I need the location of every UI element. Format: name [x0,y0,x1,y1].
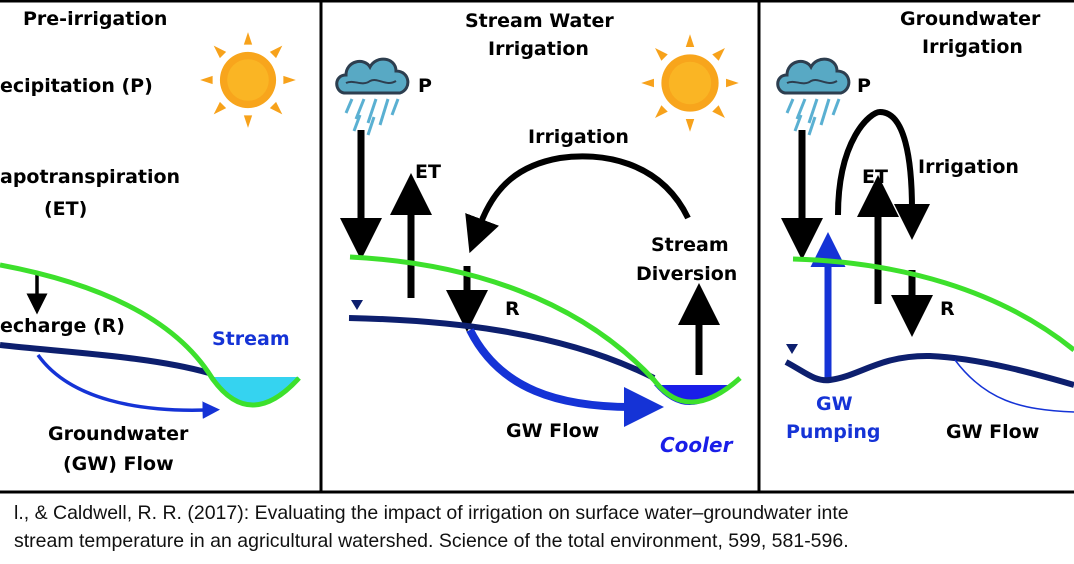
sun-icon [200,32,296,128]
panel-title: Stream Water [465,10,614,32]
land-surface [349,254,742,405]
irrigation-arrow [465,153,691,254]
panel-title: Pre-irrigation [23,8,167,30]
precipitation-label: P [418,75,432,97]
stream-label: Stream [212,328,290,350]
land-surface [0,262,301,408]
gw-flow-arrow [466,328,664,427]
recharge-label: echarge (R) [0,315,125,337]
recharge-label: R [940,298,955,320]
evapotranspiration-abbrev: (ET) [44,198,87,220]
water-table-marker [351,300,363,310]
gw-pumping-label: GW [816,393,853,415]
panel-stream-water-irrigation: Stream Water Irrigation P ET Irrigation … [335,10,742,457]
et-label: ET [862,166,888,188]
evapotranspiration-label: apotranspiration [0,166,180,188]
cooler-label: Cooler [660,433,734,457]
sun-icon [641,34,739,132]
citation-line-2: stream temperature in an agricultural wa… [14,530,849,552]
irrigation-arrow [835,108,930,240]
gw-flow-label-2: (GW) Flow [63,453,174,475]
gw-flow-arrow [36,353,220,419]
panel-pre-irrigation: Pre-irrigation ecipitation (P) apotransp… [0,8,301,475]
gw-pumping-label-2: Pumping [786,421,881,443]
recharge-label: R [505,298,520,320]
gw-flow-label: Groundwater [48,423,189,445]
panel-title-2: Irrigation [488,38,589,60]
precipitation-label: P [857,75,871,97]
water-table-marker [786,344,798,354]
citation-line-1: l., & Caldwell, R. R. (2017): Evaluating… [14,502,849,524]
stream-diversion-label-2: Diversion [636,263,737,285]
water-table [348,315,656,381]
stream-diversion-label: Stream [651,234,729,256]
panel-groundwater-irrigation: Groundwater Irrigation P Irrigation ET R… [776,8,1074,443]
irrigation-label: Irrigation [528,126,629,148]
stream-water-cool [654,385,728,405]
precipitation-label: ecipitation (P) [0,75,153,97]
citation: l., & Caldwell, R. R. (2017): Evaluating… [0,494,1074,564]
land-surface [792,256,1074,352]
rain-cloud-icon [776,57,851,137]
et-label: ET [415,161,441,183]
panel-title-2: Irrigation [922,36,1023,58]
irrigation-diagram: Pre-irrigation ecipitation (P) apotransp… [0,0,1074,494]
gw-flow-label: GW Flow [506,420,599,442]
rain-cloud-icon [335,57,410,137]
water-table [784,352,1074,388]
gw-flow-line [954,359,1074,413]
panel-title: Groundwater [900,8,1041,30]
water-table [0,342,210,376]
gw-flow-label: GW Flow [946,421,1039,443]
irrigation-label: Irrigation [918,156,1019,178]
